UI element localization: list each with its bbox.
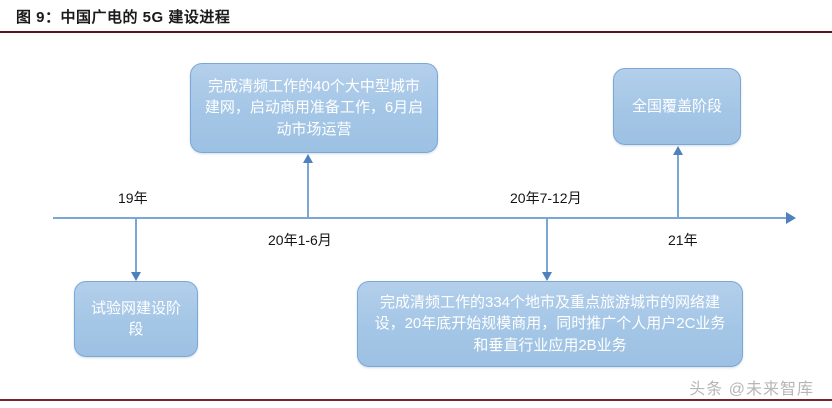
timeline-label-20nian-1-6yue: 20年1-6月 xyxy=(268,232,332,248)
stage-box-334-cities-label: 完成清频工作的334个地市及重点旅游城市的网络建设，20年底开始规模商用，同时推… xyxy=(374,294,726,354)
arrow-down-icon-trial-network xyxy=(131,272,141,281)
arrow-down-icon-334-cities xyxy=(542,272,552,281)
arrow-up-icon-nationwide xyxy=(673,146,683,155)
stage-box-trial-network-label: 试验网建设阶段 xyxy=(90,299,181,338)
connector-line-trial-network xyxy=(135,219,137,273)
figure-title: 图 9：中国广电的 5G 建设进程 xyxy=(16,9,231,26)
timeline-arrow-icon xyxy=(786,212,796,224)
footer-divider-rule xyxy=(0,399,832,401)
stage-box-nationwide[interactable]: 全国覆盖阶段 xyxy=(613,68,741,145)
stage-box-334-cities[interactable]: 完成清频工作的334个地市及重点旅游城市的网络建设，20年底开始规模商用，同时推… xyxy=(357,281,743,367)
title-divider-rule xyxy=(0,31,832,33)
arrow-up-icon-40-cities xyxy=(303,154,313,163)
stage-box-trial-network[interactable]: 试验网建设阶段 xyxy=(74,281,198,357)
timeline-label-19nian: 19年 xyxy=(118,190,148,206)
stage-box-nationwide-label: 全国覆盖阶段 xyxy=(631,97,722,115)
connector-line-40-cities xyxy=(307,162,309,218)
connector-line-nationwide xyxy=(677,154,679,218)
connector-line-334-cities xyxy=(546,219,548,273)
stage-box-40-cities-label: 完成清频工作的40个大中型城市建网，启动商用准备工作，6月启动市场运营 xyxy=(204,78,424,138)
stage-box-40-cities[interactable]: 完成清频工作的40个大中型城市建网，启动商用准备工作，6月启动市场运营 xyxy=(190,63,438,153)
timeline-diagram: 19年 20年1-6月 20年7-12月 21年 完成清频工作的40个大中型城市… xyxy=(0,33,832,399)
timeline-label-21nian: 21年 xyxy=(668,232,698,248)
watermark-text: 头条 @未来智库 xyxy=(689,381,814,398)
timeline-axis xyxy=(53,217,790,219)
timeline-label-20nian-7-12yue: 20年7-12月 xyxy=(510,190,582,206)
